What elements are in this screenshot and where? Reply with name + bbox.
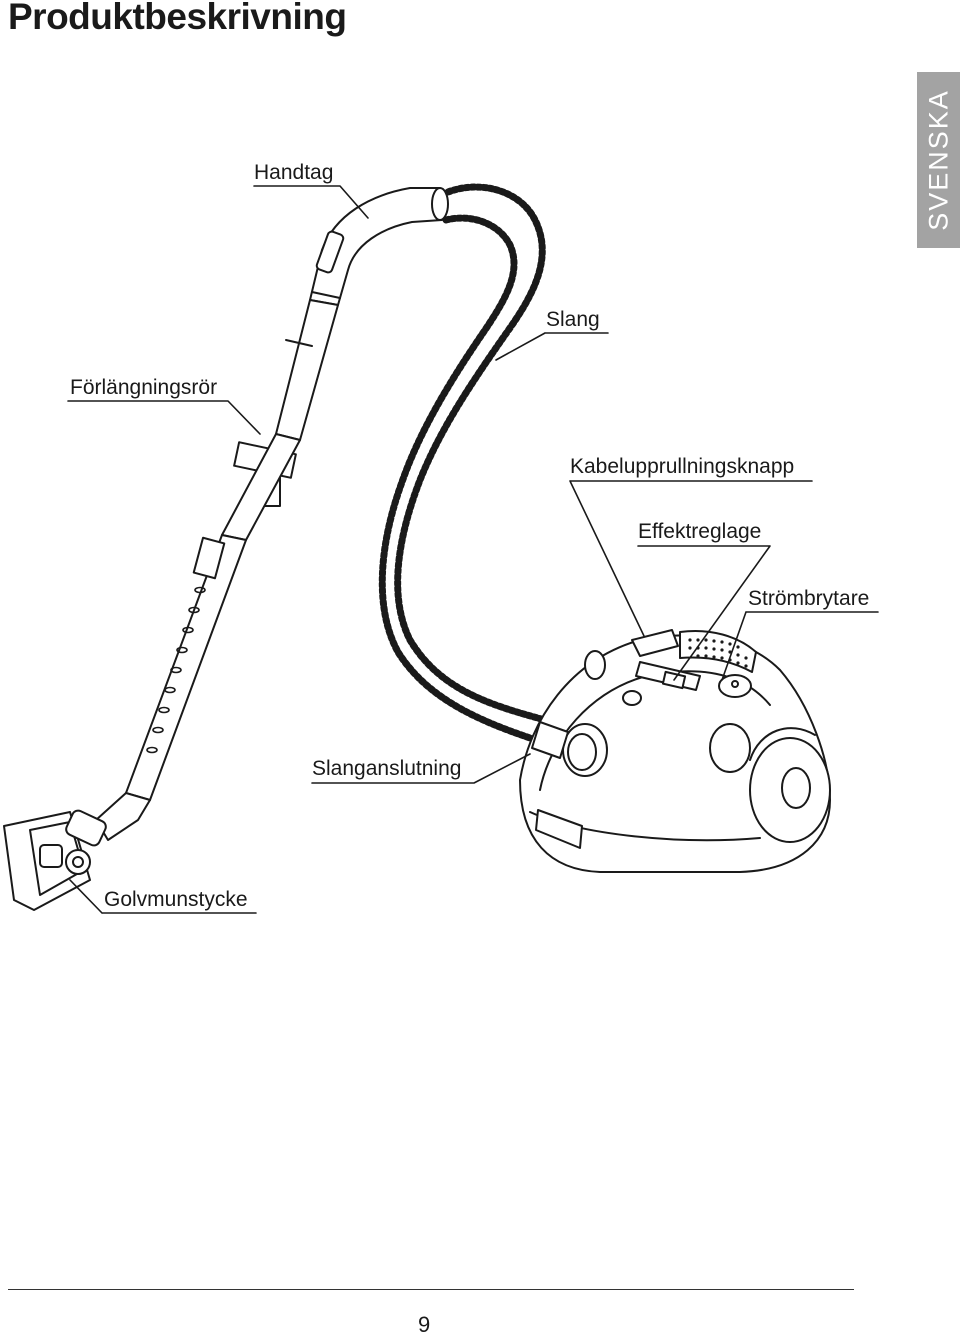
- page-title: Produktbeskrivning: [8, 0, 347, 37]
- callout-handle: Handtag: [254, 161, 334, 184]
- callout-hose-connection: Slanganslutning: [312, 757, 462, 780]
- handle: [309, 187, 449, 306]
- callout-hose: Slang: [546, 308, 600, 331]
- floor-nozzle: [3, 809, 107, 911]
- callout-extension-tube: Förlängningsrör: [70, 376, 218, 399]
- callout-power-regulator: Effektreglage: [638, 520, 762, 543]
- hose: [378, 183, 549, 744]
- callout-leaders: [67, 185, 879, 914]
- extension-tube: [95, 299, 339, 841]
- language-tab: SVENSKA: [917, 72, 960, 248]
- footer-divider: [8, 1289, 854, 1290]
- vacuum-body: [519, 629, 831, 873]
- callout-cord-rewind-button: Kabelupprullningsknapp: [570, 455, 795, 478]
- callout-power-switch: Strömbrytare: [748, 587, 870, 610]
- page-number: 9: [418, 1312, 431, 1337]
- callout-floor-nozzle: Golvmunstycke: [104, 888, 248, 911]
